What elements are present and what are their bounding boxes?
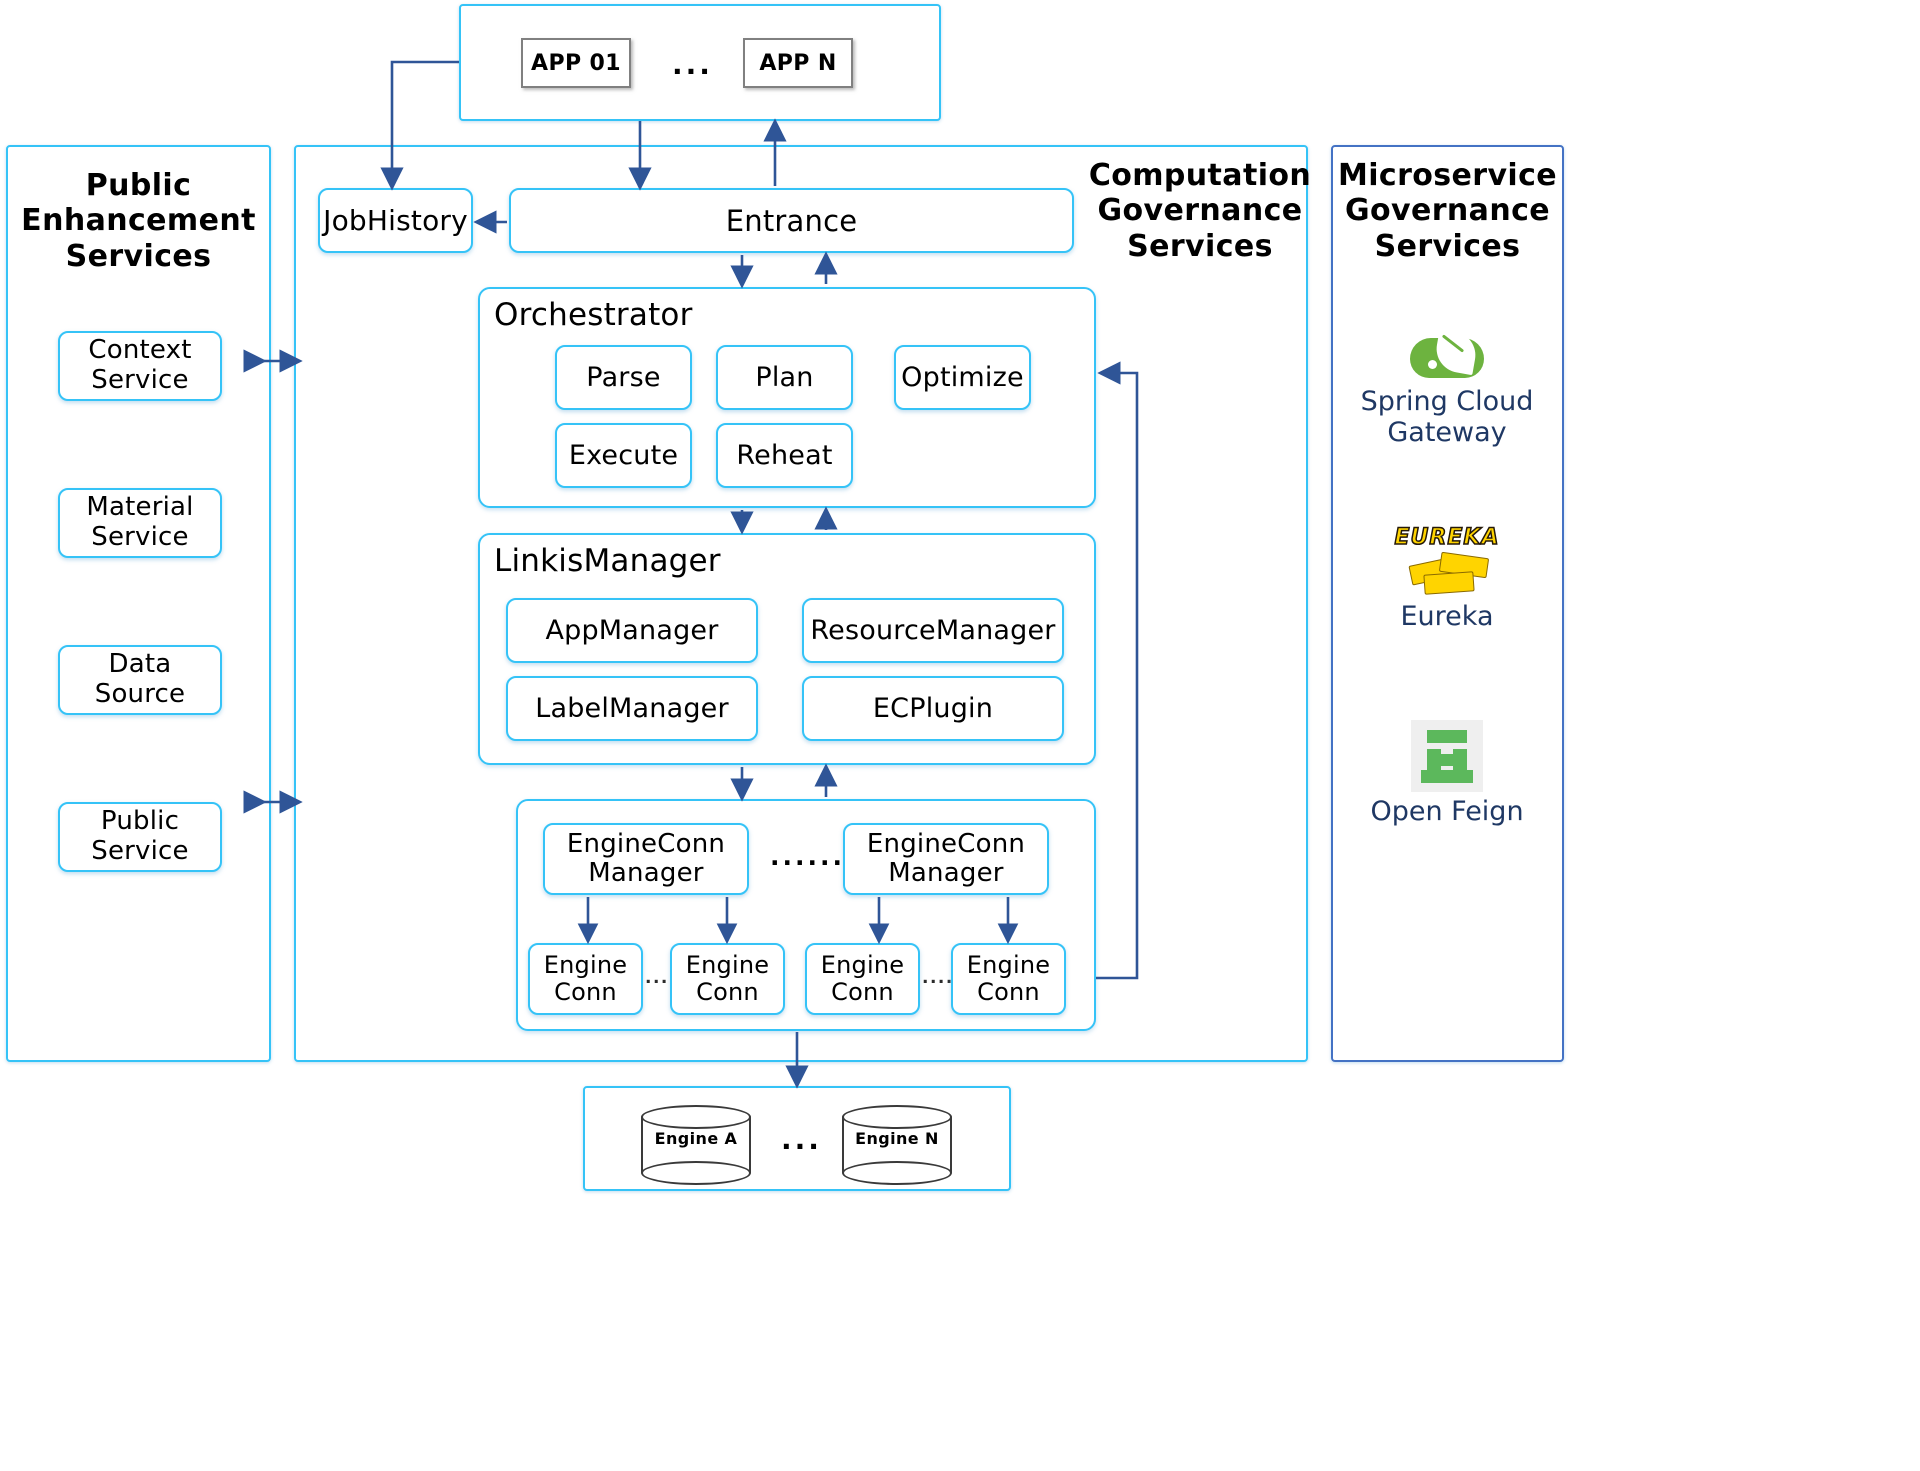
linkis-item-ec-plugin[interactable]: ECPlugin <box>802 676 1064 741</box>
service-box-context-service[interactable]: Context Service <box>58 331 222 401</box>
engine-cylinder-n-label: Engine N <box>855 1129 939 1148</box>
microservice-item-label: Eureka <box>1400 601 1494 632</box>
orchestrator-item-reheat[interactable]: Reheat <box>716 423 853 488</box>
engine-conn-box-3[interactable]: Engine Conn <box>805 943 920 1015</box>
job-history-box[interactable]: JobHistory <box>318 188 473 253</box>
app-box-n[interactable]: APP N <box>743 38 853 88</box>
entrance-box[interactable]: Entrance <box>509 188 1074 253</box>
microservice-item-label: Open Feign <box>1370 796 1524 827</box>
spring-cloud-gateway-logo <box>1410 328 1484 382</box>
engine-conn-box-2[interactable]: Engine Conn <box>670 943 785 1015</box>
open-feign-logo <box>1411 720 1483 792</box>
service-box-data-source[interactable]: Data Source <box>58 645 222 715</box>
engine-conn-ellipsis-right: ..... <box>922 968 962 988</box>
public-enhancement-panel <box>6 145 271 1062</box>
microservice-item-label: Spring Cloud Gateway <box>1360 386 1534 449</box>
service-box-material-service[interactable]: Material Service <box>58 488 222 558</box>
orchestrator-title: Orchestrator <box>494 297 693 333</box>
engine-conn-manager-ellipsis: ...... <box>770 842 845 871</box>
cylinder-top <box>842 1105 952 1129</box>
microservice-item-open-feign[interactable]: Open Feign <box>1327 720 1567 827</box>
linkis-item-resource-manager[interactable]: ResourceManager <box>802 598 1064 663</box>
engine-conn-manager-box-1[interactable]: EngineConn Manager <box>543 823 749 895</box>
linkis-item-app-manager[interactable]: AppManager <box>506 598 758 663</box>
microservice-governance-title: Microservice Governance Services <box>1337 158 1558 264</box>
linkis-manager-title: LinkisManager <box>494 543 721 579</box>
app-ellipsis: ... <box>672 48 713 81</box>
engine-conn-box-4[interactable]: Engine Conn <box>951 943 1066 1015</box>
microservice-item-eureka[interactable]: EUREKA Eureka <box>1327 524 1567 632</box>
cylinder-bottom <box>842 1161 952 1185</box>
engine-conn-manager-box-2[interactable]: EngineConn Manager <box>843 823 1049 895</box>
orchestrator-item-plan[interactable]: Plan <box>716 345 853 410</box>
orchestrator-item-optimize[interactable]: Optimize <box>894 345 1031 410</box>
public-enhancement-title: Public Enhancement Services <box>21 168 256 274</box>
engine-cylinder-n[interactable]: Engine N <box>842 1105 952 1185</box>
service-box-public-service[interactable]: Public Service <box>58 802 222 872</box>
linkis-item-label-manager[interactable]: LabelManager <box>506 676 758 741</box>
cylinder-top <box>641 1105 751 1129</box>
computation-governance-title: Computation Governance Services <box>1088 158 1312 264</box>
orchestrator-item-execute[interactable]: Execute <box>555 423 692 488</box>
engine-conn-box-1[interactable]: Engine Conn <box>528 943 643 1015</box>
microservice-governance-panel <box>1331 145 1564 1062</box>
cylinder-bottom <box>641 1161 751 1185</box>
engine-cylinder-a-label: Engine A <box>654 1129 738 1148</box>
eureka-logo: EUREKA <box>1382 524 1512 597</box>
microservice-item-spring-cloud-gateway[interactable]: Spring Cloud Gateway <box>1327 328 1567 449</box>
orchestrator-item-parse[interactable]: Parse <box>555 345 692 410</box>
engine-store-ellipsis: ... <box>781 1123 822 1156</box>
app-box-01[interactable]: APP 01 <box>521 38 631 88</box>
engine-cylinder-a[interactable]: Engine A <box>641 1105 751 1185</box>
